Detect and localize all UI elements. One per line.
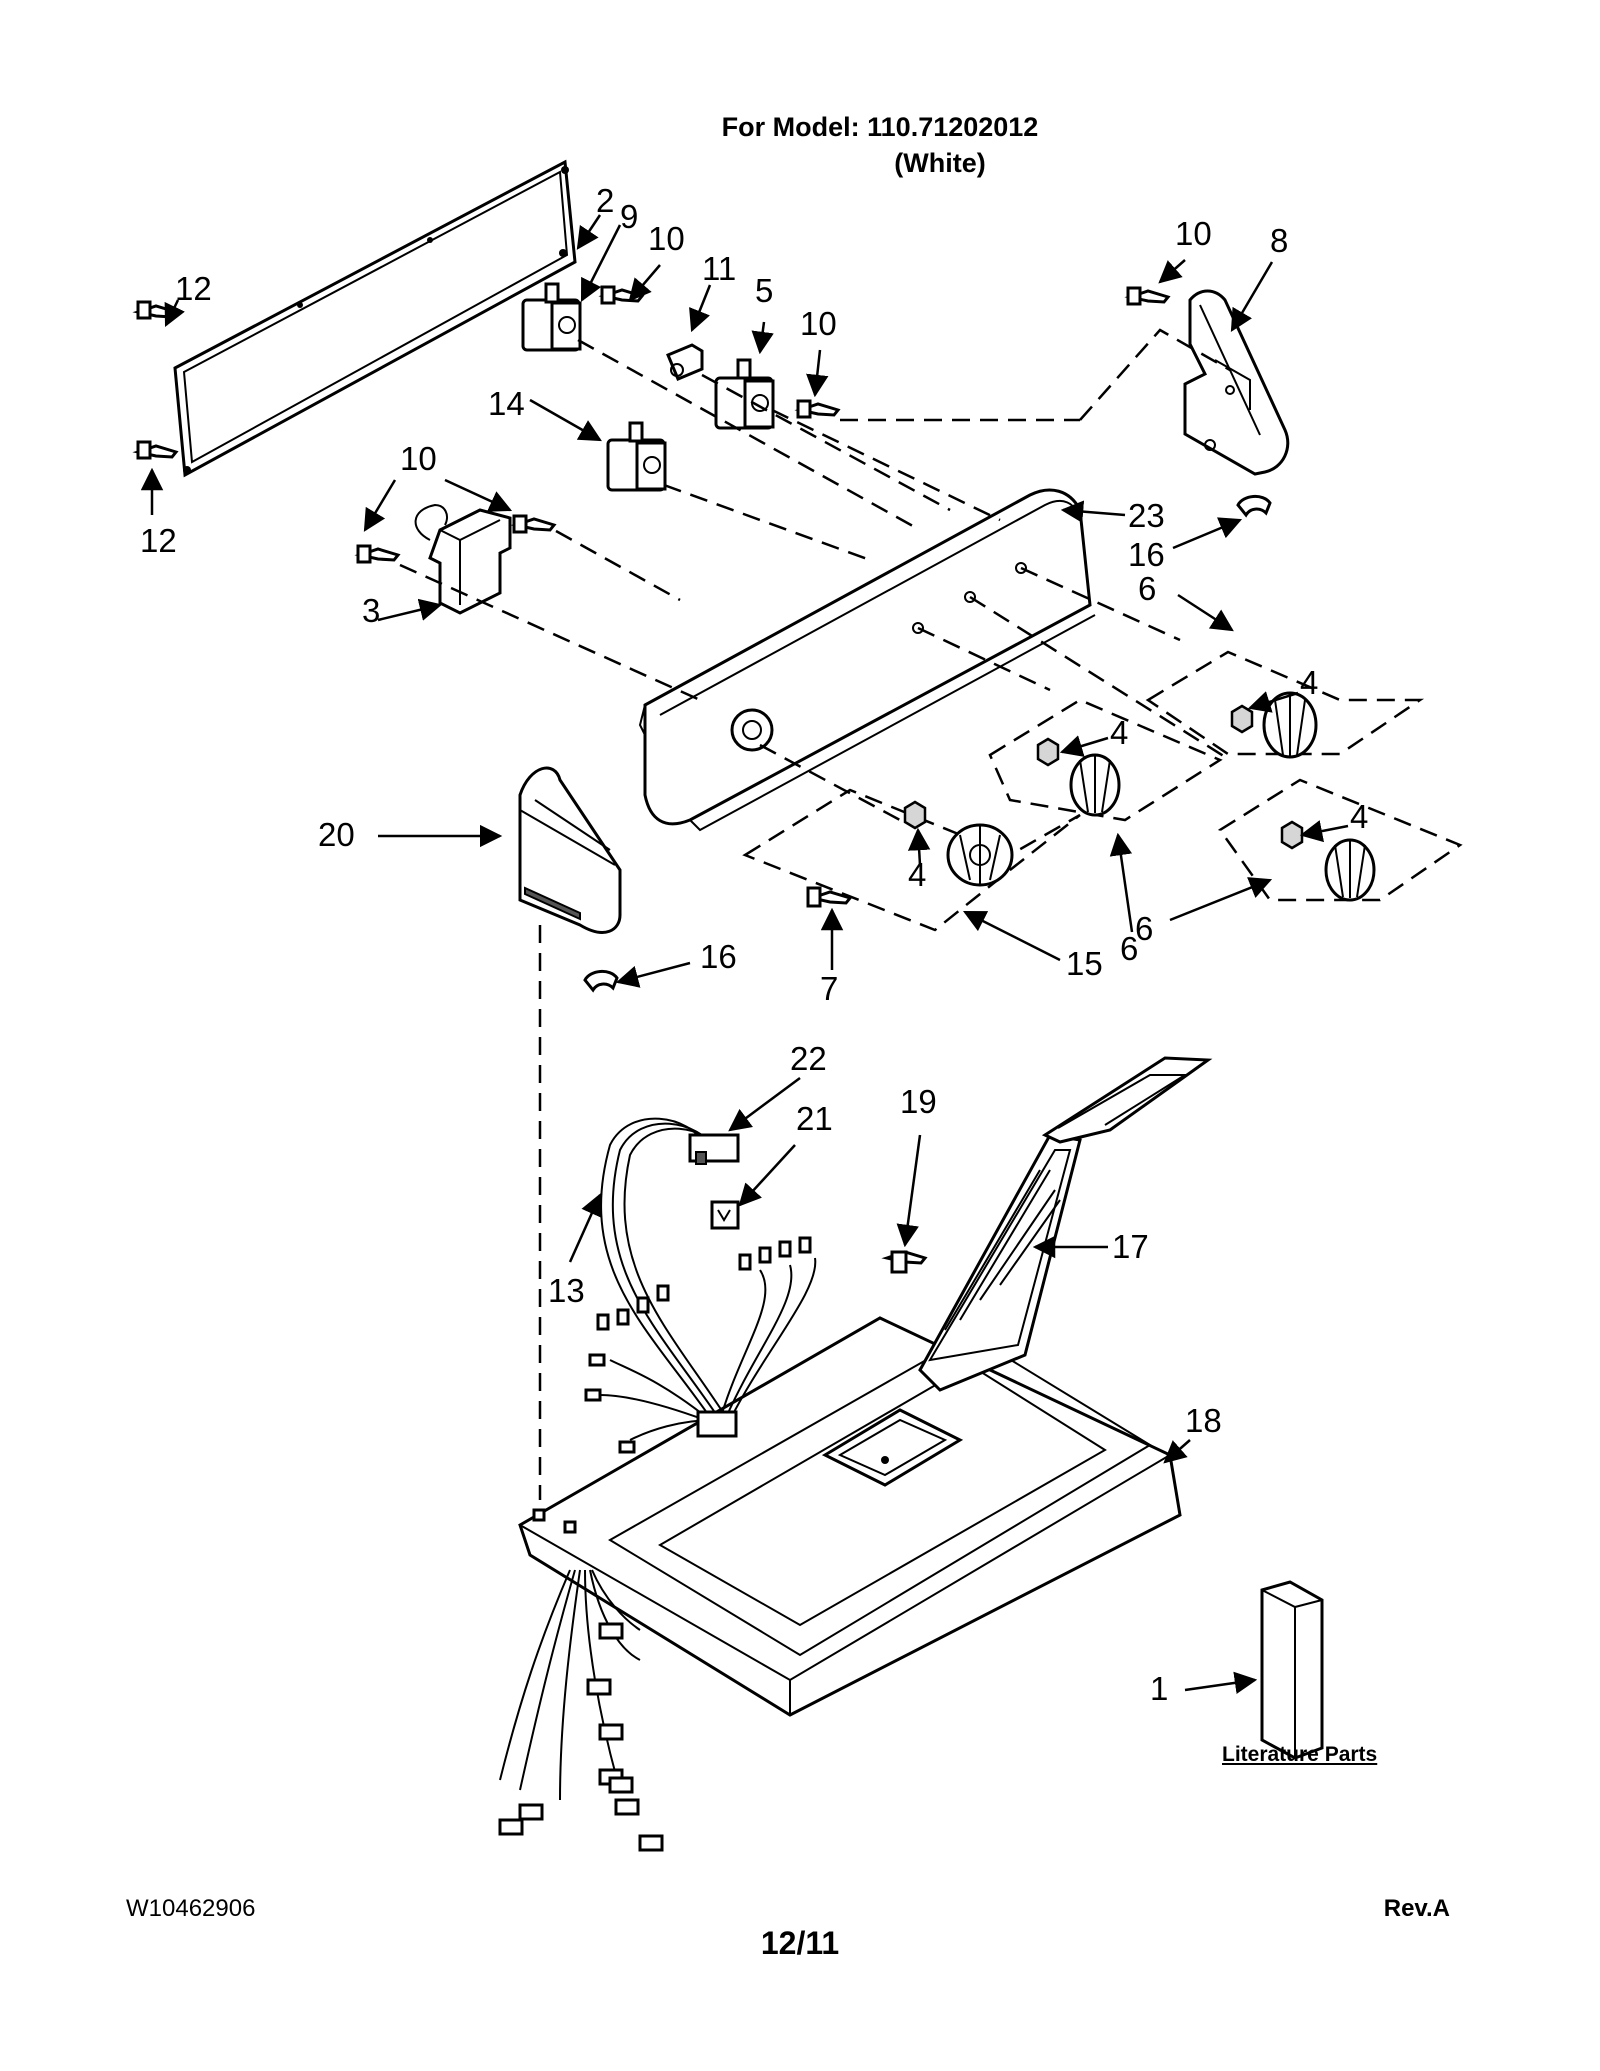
callout-18: 18 bbox=[1185, 1402, 1222, 1439]
callout-14: 14 bbox=[488, 385, 525, 422]
wire-harness-part-13 bbox=[584, 1117, 817, 1454]
callout-8: 8 bbox=[1270, 222, 1288, 259]
screw-part-10-e bbox=[510, 514, 557, 534]
callout-10-b: 10 bbox=[800, 305, 837, 342]
callout-15: 15 bbox=[1066, 945, 1103, 982]
bracket-part-8 bbox=[1183, 289, 1290, 476]
callout-23: 23 bbox=[1128, 497, 1165, 534]
date-code: 12/11 bbox=[760, 1925, 840, 1961]
revision-label: Rev.A bbox=[1383, 1895, 1450, 1922]
callout-10-a: 10 bbox=[648, 220, 685, 257]
screw-part-12-lower bbox=[132, 440, 179, 460]
callout-22: 22 bbox=[790, 1040, 827, 1077]
callout-6-c: 6 bbox=[1135, 910, 1153, 947]
callout-10-d: 10 bbox=[400, 440, 437, 477]
switch-part-14 bbox=[606, 421, 667, 492]
callout-5: 5 bbox=[755, 272, 773, 309]
knob-group-lower-left bbox=[742, 788, 1081, 932]
screw-part-10-d bbox=[354, 544, 401, 564]
lint-screen-part-17 bbox=[918, 1056, 1213, 1392]
callout-4-c: 4 bbox=[1350, 798, 1368, 835]
color-variant: (White) bbox=[894, 148, 986, 178]
knob-group-upper-right bbox=[1145, 650, 1425, 759]
literature-part-1 bbox=[1260, 1580, 1324, 1760]
callout-19: 19 bbox=[900, 1083, 937, 1120]
callout-16-a: 16 bbox=[1128, 536, 1165, 573]
literature-parts-label: Literature Parts bbox=[1222, 1743, 1378, 1766]
callout-6-a: 6 bbox=[1138, 570, 1156, 607]
screw-part-10-a bbox=[598, 285, 645, 305]
knob-group-middle bbox=[988, 698, 1223, 822]
console-panel-part-23 bbox=[638, 488, 1096, 832]
timer-part-3 bbox=[414, 503, 512, 615]
callout-3: 3 bbox=[362, 592, 380, 629]
callout-21: 21 bbox=[796, 1100, 833, 1137]
callout-20: 20 bbox=[318, 816, 355, 853]
callout-4-d: 4 bbox=[908, 856, 926, 893]
top-panel-part-18 bbox=[518, 1316, 1182, 1717]
screw-part-10-c bbox=[1124, 286, 1171, 306]
callout-2: 2 bbox=[596, 182, 614, 219]
callout-6-b: 6 bbox=[1120, 930, 1138, 967]
callout-17: 17 bbox=[1112, 1228, 1149, 1265]
screw-part-19 bbox=[881, 1250, 928, 1274]
callout-4-b: 4 bbox=[1110, 714, 1128, 751]
terminal-part-21 bbox=[710, 1200, 740, 1230]
model-title: For Model: 110.71202012 bbox=[721, 112, 1039, 142]
callout-12-a: 12 bbox=[175, 270, 212, 307]
callout-4-a: 4 bbox=[1300, 664, 1318, 701]
callout-1: 1 bbox=[1150, 1670, 1168, 1707]
knob-group-lower-right bbox=[1218, 778, 1463, 902]
clip-part-11 bbox=[666, 343, 704, 381]
callout-11: 11 bbox=[702, 250, 736, 287]
callout-9: 9 bbox=[620, 198, 638, 235]
screw-part-7 bbox=[806, 886, 853, 908]
callout-12-b: 12 bbox=[140, 522, 177, 559]
callout-10-c: 10 bbox=[1175, 215, 1212, 252]
screw-part-10-b bbox=[794, 399, 841, 419]
clip-part-16-lower bbox=[583, 970, 619, 993]
switch-part-9 bbox=[521, 282, 582, 352]
callout-13: 13 bbox=[548, 1272, 585, 1309]
switch-part-5 bbox=[714, 358, 775, 430]
callout-7: 7 bbox=[820, 970, 838, 1007]
end-cap-part-20 bbox=[518, 766, 622, 934]
document-number: W10462906 bbox=[126, 1895, 256, 1922]
clip-part-16-upper bbox=[1236, 495, 1272, 518]
connector-part-22 bbox=[688, 1133, 740, 1165]
rear-panel-part-2 bbox=[173, 159, 577, 478]
lower-wire-leads bbox=[498, 1569, 664, 1852]
callout-16-b: 16 bbox=[700, 938, 737, 975]
